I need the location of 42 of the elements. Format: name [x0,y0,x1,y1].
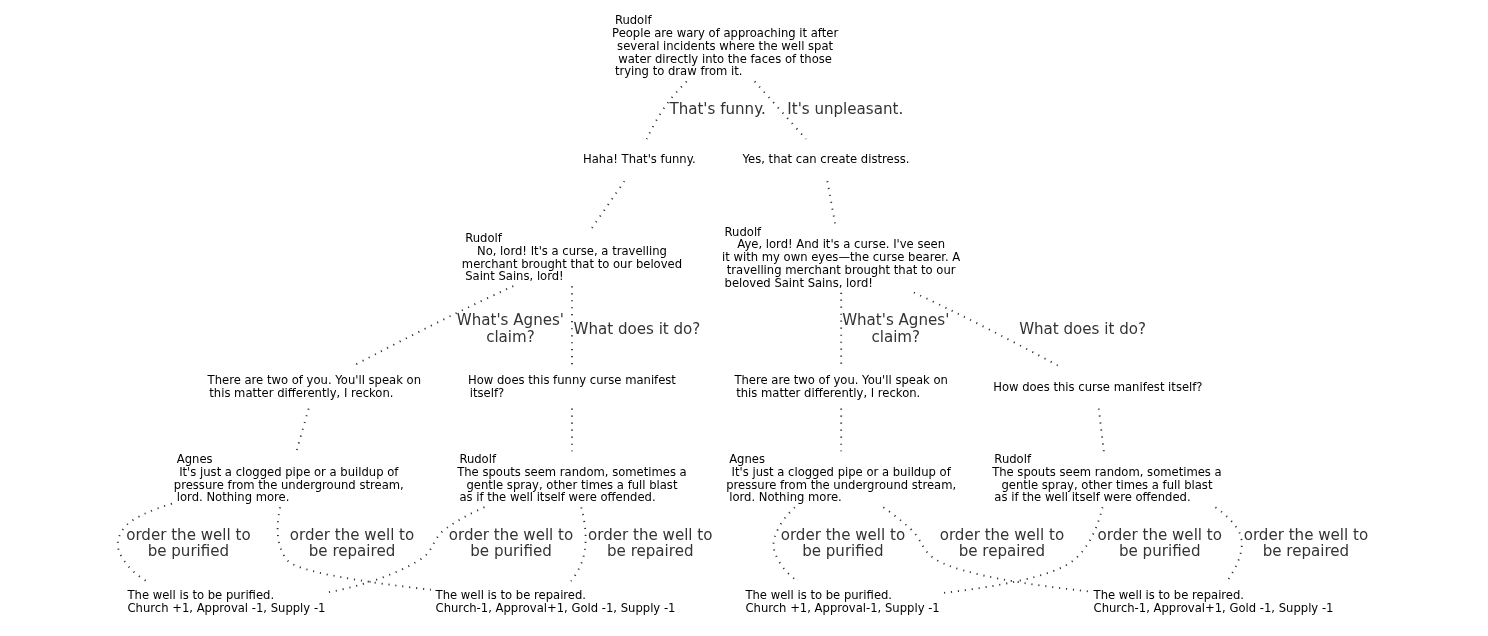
node-text: There are two of you. You'll speak on this matter differently, I reckon. [207,373,422,400]
connector [826,180,837,225]
node-text: The well is to be repaired. Church-1, Approval+1, Gold -1, Supply -1 [435,587,676,615]
node-text: The well is to be purified. Church +1, Approval -1, Supply -1 [127,587,326,615]
connector [570,506,587,583]
node-text: Rudolf People are wary of approaching it after several incidents where the well spat water directly into the faces of those trying to draw from it. [612,13,839,79]
node-text: Haha! That's funny. [582,152,696,167]
edge-label: What's Agnes' claim? [456,311,565,346]
node-text: Yes, that can create distress. [742,152,910,167]
node-text: Agnes It's just a clogged pipe or a buildup of pressure from the underground stream, lord. Nothing more. [726,452,957,505]
node-text: Rudolf No, lord! It's a curse, a travelling merchant brought that to our beloved Saint Sains, lord! [461,230,683,284]
edge-label: order the well to be purified [448,526,574,561]
edge-label: It's unpleasant. [787,100,904,119]
connector [882,506,1090,593]
edge-label: order the well to be repaired [289,526,415,561]
connector [116,502,173,583]
connector [295,407,310,453]
node-text: Rudolf The spouts seem random, sometimes a gentle spray, other times a full blast as if the well itself were offended. [457,452,687,505]
edge-label: order the well to be repaired [1243,526,1369,561]
connector [1097,407,1105,453]
edge-label: order the well to be purified [126,526,251,561]
node-text: There are two of you. You'll speak on this matter differently, I reckon. [734,373,948,400]
node-text: The well is to be repaired. Church-1, Approval+1, Gold -1, Supply -1 [1093,587,1334,615]
edge-label: What does it do? [1019,319,1146,338]
connector [645,80,688,141]
connector [571,407,573,453]
node-text: Rudolf Aye, lord! And it's a curse. I've seen it with my own eyes—the curse bearer. A travelling merchant brought that to our beloved Saint Sains, lord! [722,224,961,290]
connector [276,506,432,591]
node-text: The well is to be purified. Church +1, Approval-1, Supply -1 [745,587,940,615]
edge-label: That's funny. [669,100,766,119]
node-text: Agnes It's just a clogged pipe or a buildup of pressure from the underground stream, lord. Nothing more. [173,452,404,505]
connector [840,407,843,453]
node-text: Rudolf The spouts seem random, sometimes a gentle spray, other times a full blast as if the well itself were offended. [992,452,1222,505]
edge-label: order the well to be repaired [588,526,713,561]
edge-label: What does it do? [573,319,701,338]
edge-label: order the well to be repaired [939,526,1065,561]
node-text: How does this funny curse manifest itself? [467,373,676,400]
connector [912,291,1061,368]
edge-label: order the well to be purified [1097,526,1222,561]
edge-label: What's Agnes' claim? [842,311,950,346]
edge-label: order the well to be purified [780,526,906,561]
node-text: How does this curse manifest itself? [993,379,1203,394]
